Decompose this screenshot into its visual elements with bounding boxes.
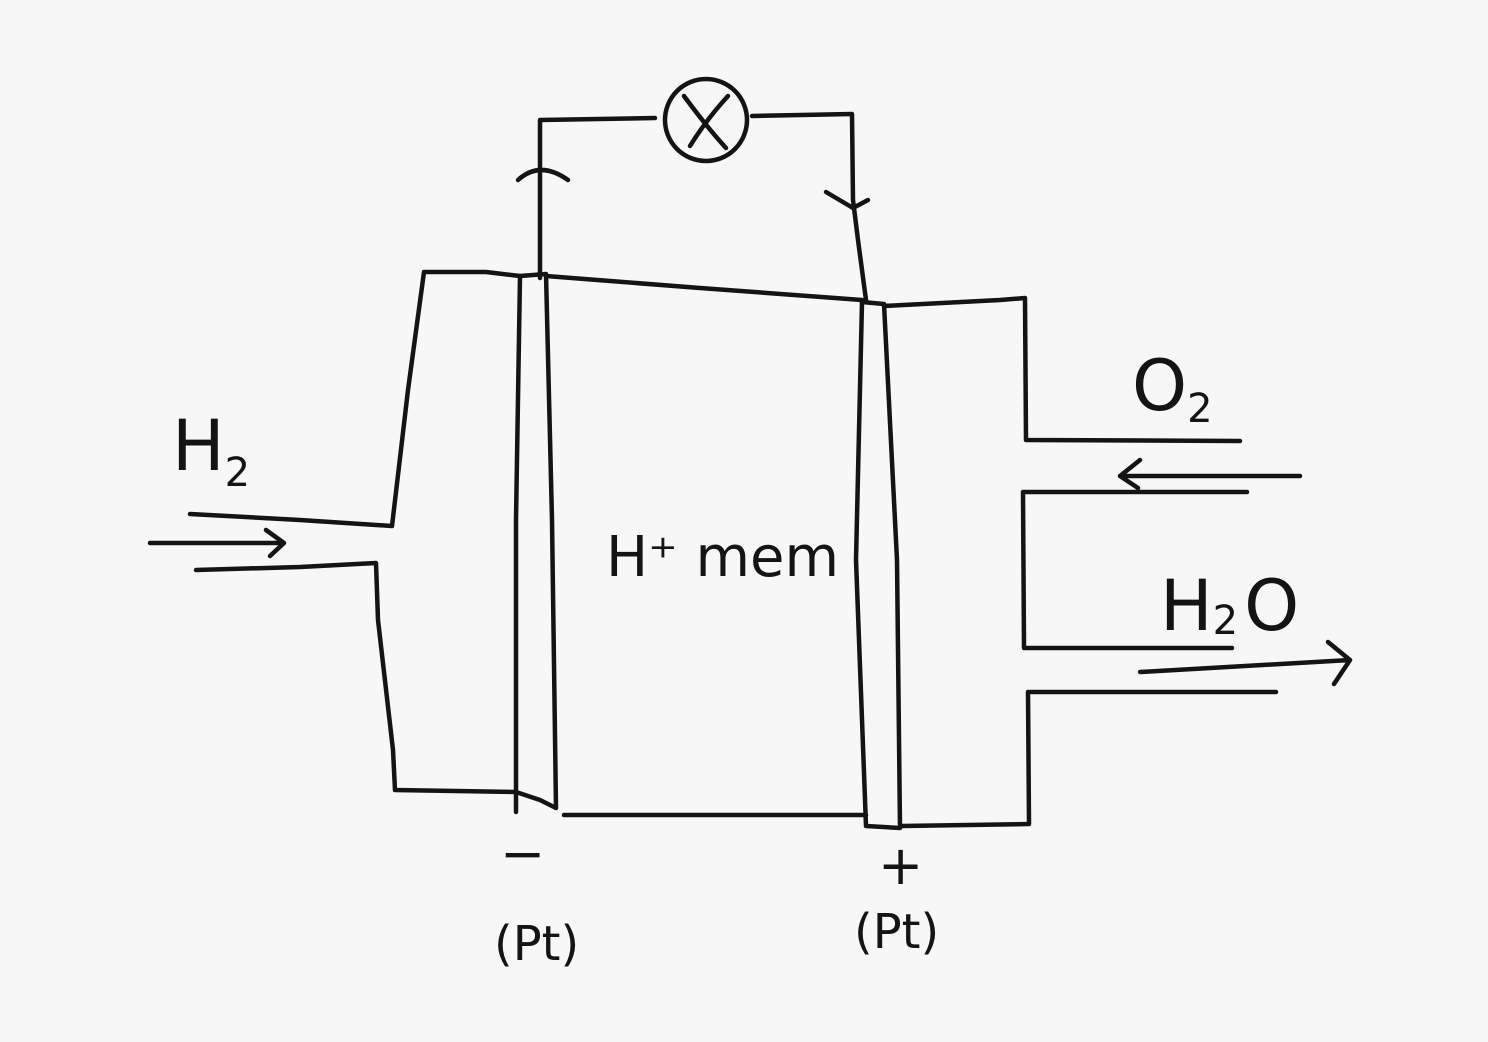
cathode-chamber <box>881 295 1279 829</box>
anode-sign: − <box>500 822 545 885</box>
oxidant-label: O2 <box>1132 345 1213 432</box>
circuit-wire-left <box>537 115 658 281</box>
product-outlet-arrow <box>1137 639 1353 687</box>
product-label: H2O <box>1160 565 1299 647</box>
membrane-label: H⁺ mem <box>606 525 839 590</box>
cathode-electrode <box>853 299 903 831</box>
anode-chamber <box>187 269 523 795</box>
fuel-label: H2 <box>172 405 250 496</box>
electron-arrow-left <box>515 167 571 183</box>
cathode-sign: + <box>878 834 923 897</box>
cathode-catalyst-label: (Pt) <box>854 904 939 960</box>
electron-arrow-right <box>823 189 871 211</box>
lamp-icon <box>662 76 750 164</box>
fuel-inlet-arrow <box>147 527 287 559</box>
anode-catalyst-label: (Pt) <box>494 916 579 972</box>
circuit-wire-right <box>749 111 869 303</box>
membrane-top <box>543 273 865 303</box>
anode-electrode <box>513 271 559 815</box>
oxidant-inlet-arrow <box>1117 457 1303 491</box>
